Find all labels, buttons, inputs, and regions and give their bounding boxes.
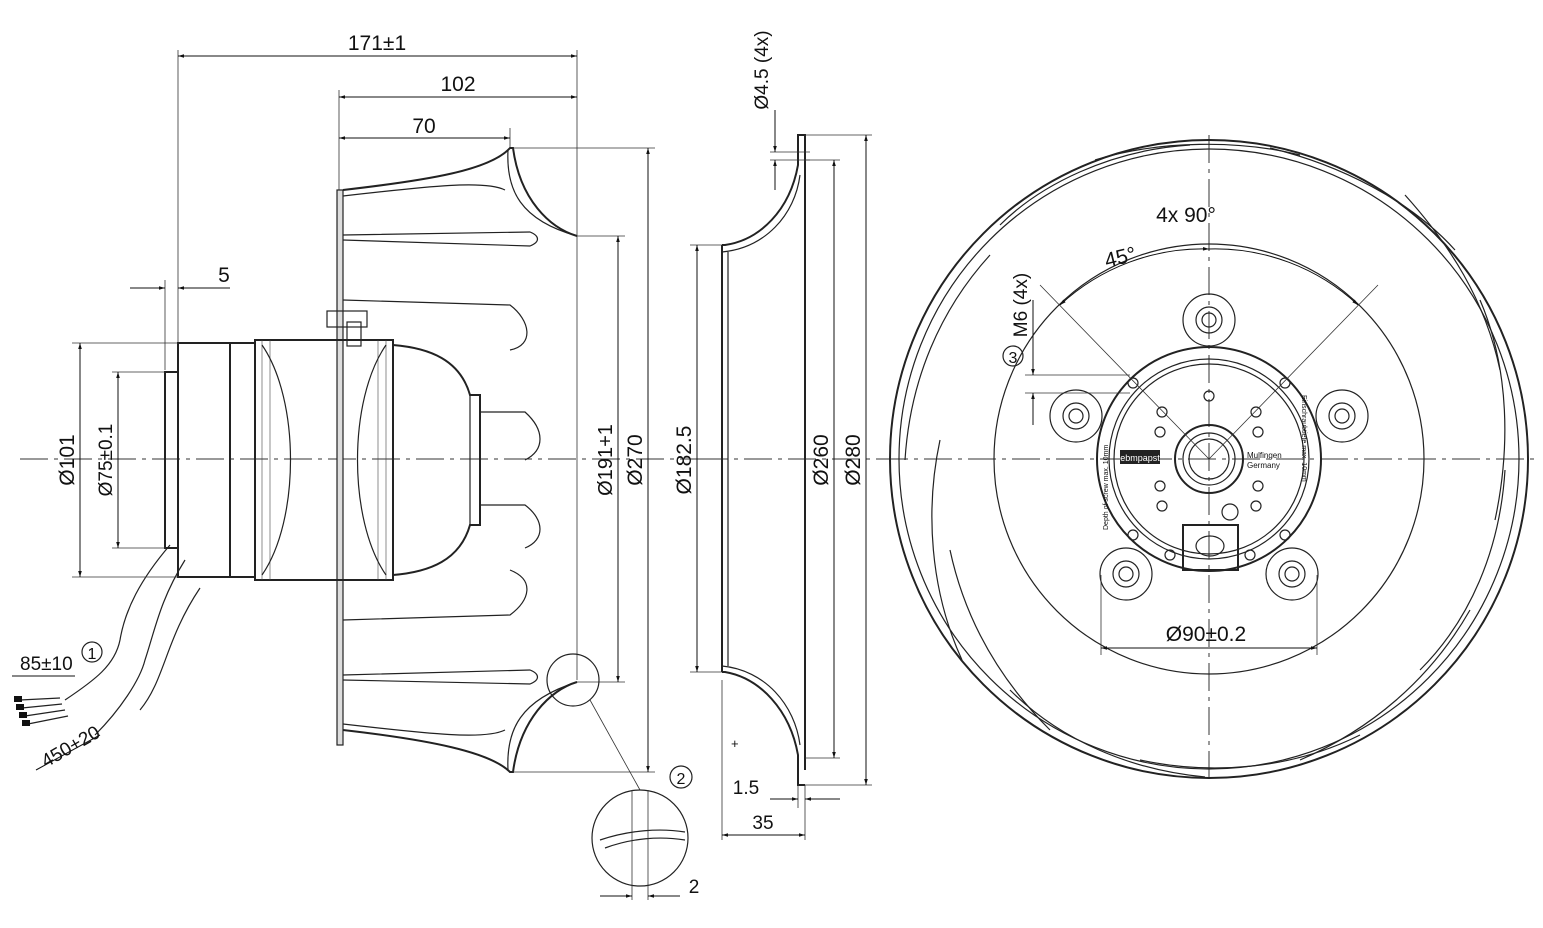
dim-inlet-dia-label: Ø191+1	[595, 424, 617, 496]
motor-body	[254, 339, 394, 581]
dim-overall-length-label: 171±1	[348, 32, 406, 55]
cable-gland	[1182, 524, 1239, 571]
dim-outer-dia-label: Ø270	[624, 434, 647, 485]
shroud-bottom	[342, 681, 578, 773]
svg-text:+: +	[731, 736, 739, 751]
inlet-ring-profile	[722, 134, 806, 770]
callout-3: 3	[1009, 350, 1018, 367]
dim-bolt-circle-label: Ø90±0.2	[1166, 623, 1246, 646]
screw-note-left: Depth of screw max. 10mm	[1103, 445, 1110, 530]
dim-motor-dia-label: Ø101	[56, 434, 79, 485]
dim-depth-label: 35	[752, 813, 773, 834]
dim-hole-label: Ø4.5 (4x)	[752, 30, 773, 109]
shroud-top	[342, 147, 578, 237]
callout-2-circle	[669, 765, 693, 789]
dim-angle-label: 45°	[1102, 243, 1138, 273]
side-view: 171±1 102 70 5 Ø101 Ø75±0.1 Ø191+1 Ø270	[12, 32, 700, 900]
callout-1-circle	[81, 641, 103, 663]
dim-impeller-length-label: 102	[440, 73, 475, 96]
impeller-outer-ring	[889, 139, 1529, 779]
dim-cable-length-label: 450+20	[38, 722, 104, 772]
brand-plate	[1120, 450, 1160, 464]
detail-2-marker	[546, 653, 600, 707]
dim-thread-label: M6 (4x)	[1011, 273, 1032, 337]
dim-ring-outer-dia-label: Ø280	[842, 434, 865, 485]
dim-angle-arc	[1059, 247, 1210, 306]
dim-spacing-label: 4x 90°	[1156, 204, 1216, 227]
city-label: Mulfingen	[1247, 451, 1282, 460]
wire-ends	[14, 696, 30, 726]
dim-inlet-length-label: 70	[412, 115, 435, 138]
cable	[64, 544, 171, 701]
dim-shoulder-dia-label: Ø75±0.1	[96, 424, 117, 497]
flange-holes	[1127, 377, 1291, 561]
dim-detail-label: 2	[689, 877, 700, 898]
motor-rotor	[392, 343, 481, 577]
callout-3-circle	[1002, 345, 1024, 367]
detail-2-view	[591, 789, 689, 887]
hub	[1174, 424, 1244, 494]
dim-ring-inner-dia-label: Ø182.5	[673, 426, 696, 495]
front-view: ebmpapst Mulfingen Germany Depth of scre…	[880, 135, 1535, 785]
mounting-bosses	[1049, 293, 1369, 601]
backplate	[336, 189, 344, 746]
inlet-ring	[993, 243, 1425, 675]
motor-end-shield	[177, 342, 231, 578]
dim-ring-mid-dia-label: Ø260	[810, 434, 833, 485]
brand-label: ebmpapst	[1120, 453, 1160, 463]
screw-note-right: Einschraubtiefe max. 10mm	[1300, 395, 1307, 482]
inlet-ring-view: + Ø4.5 (4x) Ø182.5 Ø260 Ø280 1.5 35	[673, 30, 890, 840]
impeller-blades	[904, 143, 1506, 778]
callout-1: 1	[88, 646, 97, 663]
dim-motor-offset-label: 5	[218, 264, 230, 287]
callout-2: 2	[677, 771, 686, 788]
motor-shoulder	[164, 371, 179, 549]
country-label: Germany	[1247, 461, 1280, 470]
dim-wall-label: 1.5	[733, 778, 759, 799]
dim-cable-stripped-label: 85±10	[20, 654, 73, 675]
